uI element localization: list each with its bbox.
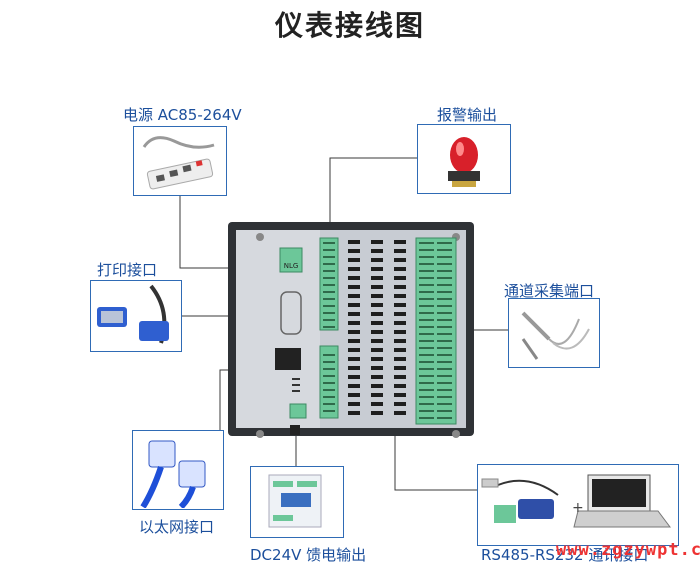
channel-label: 通道采集端口 [504,282,595,300]
alarm-light-image [417,124,511,194]
page-title: 仪表接线图 [274,9,425,42]
plus-sign: + [572,500,584,516]
thermocouple-image [508,298,600,368]
power-terminal-text: NLG [284,262,299,270]
power-label: 电源 AC85-264V [123,106,242,124]
watermark-text: www.zgzywpt.cn [556,540,700,560]
printer-cable-image [90,280,182,352]
dc24v-module-image [250,466,344,538]
power-strip-image [133,126,227,196]
device-panel: NLG [228,222,474,438]
ethernet-label: 以太网接口 [139,518,215,536]
rs485-converter-image [477,464,679,546]
print-label: 打印接口 [97,261,158,279]
dc24v-label: DC24V 馈电输出 [250,546,367,564]
alarm-label: 报警输出 [437,106,498,124]
ethernet-cable-image [132,430,224,510]
rs485-label: RS485-RS232 通讯接口 [481,546,649,564]
